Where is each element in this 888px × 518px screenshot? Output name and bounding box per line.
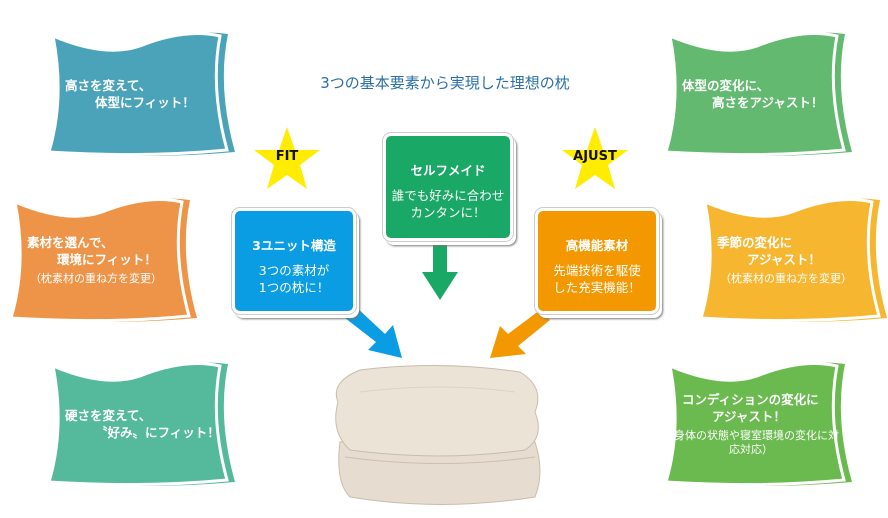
fit-label: FIT — [275, 149, 299, 164]
pillow-line-2: 環境にフィット！ — [57, 252, 157, 267]
box-selfmade: セルフメイド 誰でも好みに合わせカンタンに！ — [382, 132, 514, 242]
pillow-line-2: アジャスト！ — [747, 252, 821, 267]
pillow-line-1: 季節の変化に — [717, 235, 793, 250]
pillow-shape — [47, 32, 235, 157]
pillow-shape — [699, 198, 887, 323]
pillow-line-1: 硬さを変えて、 — [65, 408, 152, 423]
pillow-material-fit: 素材を選んで、環境にフィット！ （枕素材の重ね方を変更） — [7, 194, 197, 326]
arrow-diag-orange — [490, 310, 550, 358]
pillow-condition-adjust: コンディションの変化にアジャスト！ （身体の状態や寝室環境の変化に対応対応） — [662, 358, 852, 490]
star-icon — [562, 127, 628, 189]
box-line: 1つの枕に！ — [258, 280, 330, 295]
pillow-firmness-fit: 硬さを変えて、〝好み〟にフィット！ — [45, 358, 235, 490]
box-3unit: 3ユニット構造 3つの素材が 1つの枕に！ — [231, 207, 357, 315]
box-line: カンタンに！ — [410, 205, 486, 220]
pillow-height-fit: 高さを変えて、体型にフィット！ — [45, 28, 235, 160]
pillow-line-1: コンディションの変化に — [682, 392, 819, 407]
pillow-shape — [47, 362, 235, 487]
star-fit: FIT — [252, 125, 322, 191]
box-title: セルフメイド — [410, 163, 486, 178]
pillow-shape — [664, 32, 852, 157]
pillow-note: （枕素材の重ね方を変更） — [30, 272, 162, 285]
pillow-line-2: 〝好み〟にフィット！ — [95, 425, 220, 440]
box-line: 3つの素材が — [258, 263, 330, 278]
box-line: 誰でも好みに合わせ — [391, 188, 505, 203]
arrow-down-green — [422, 238, 458, 300]
pillow-line-1: 体型の変化に、 — [682, 78, 770, 93]
pillow-line-2: 高さをアジャスト！ — [712, 95, 824, 110]
ajust-label: AJUST — [573, 149, 617, 164]
box-line: した充実機能！ — [553, 280, 641, 295]
pillow-body-adjust: 体型の変化に、高さをアジャスト！ — [662, 28, 852, 160]
pillow-note: （枕素材の重ね方を変更） — [720, 272, 852, 285]
pillow-line-1: 高さを変えて、 — [65, 78, 152, 93]
pillow-product-image — [335, 364, 541, 505]
pillow-note: （身体の状態や寝室環境の変化に対応対応） — [663, 429, 839, 456]
main-title: 3つの基本要素から実現した理想の枕 — [320, 74, 570, 92]
box-line: 先端技術を駆使 — [553, 263, 641, 278]
star-ajust: AJUST — [560, 125, 630, 191]
pillow-line-2: 体型にフィット！ — [95, 95, 195, 110]
pillow-line-2: アジャスト！ — [712, 409, 786, 424]
star-icon — [254, 127, 320, 189]
pillow-shape — [9, 198, 197, 323]
pillow-season-adjust: 季節の変化にアジャスト！ （枕素材の重ね方を変更） — [697, 194, 887, 326]
box-title: 高機能素材 — [565, 238, 629, 253]
pillow-shape — [664, 362, 852, 487]
box-material: 高機能素材 先端技術を駆使した充実機能！ — [534, 207, 660, 315]
pillow-line-1: 素材を選んで、 — [27, 235, 114, 250]
arrow-diag-blue — [345, 306, 402, 358]
box-title: 3ユニット構造 — [252, 238, 336, 253]
